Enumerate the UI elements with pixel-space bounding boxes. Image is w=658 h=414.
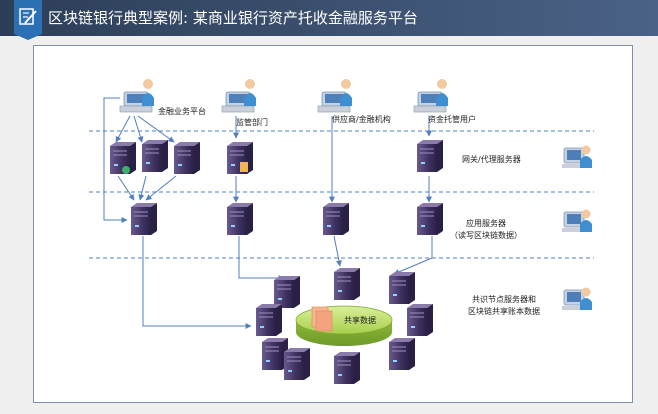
admin-workstation-icon <box>561 209 593 233</box>
server-icon <box>388 271 416 305</box>
layer-label-line1: 共识节点服务器和 <box>472 294 536 304</box>
server-icon <box>416 202 444 236</box>
layer-label-line2: （读写区块链数据） <box>450 230 522 240</box>
operator-workstation-icon <box>413 78 449 113</box>
network-diagram: 金融业务平台 监管部门 供应商/金融机构 资金托管用户 <box>89 78 594 385</box>
server-icon <box>255 303 283 337</box>
server-icon <box>333 351 361 385</box>
server-icon <box>416 139 444 173</box>
layer-label-line2: 区块链共享账本数据 <box>468 306 540 316</box>
top-node-label: 资金托管用户 <box>428 114 476 124</box>
diagram-panel: 金融业务平台 监管部门 供应商/金融机构 资金托管用户 <box>33 45 633 403</box>
layer-consensus: 共识节点服务器和 区块链共享账本数据 <box>468 287 593 316</box>
server-icon <box>388 337 416 371</box>
admin-workstation-icon <box>561 145 593 169</box>
folder-icon <box>240 162 248 172</box>
shared-data-label: 共享数据 <box>344 315 376 325</box>
operator-workstation-icon <box>221 78 257 113</box>
top-node-financial-platform: 金融业务平台 <box>119 78 206 116</box>
globe-icon <box>122 166 130 174</box>
application-servers <box>130 202 444 236</box>
layer-gateway: 网关/代理服务器 <box>462 145 593 169</box>
page-title: 区块链银行典型案例: 某商业银行资产托收金融服务平台 <box>48 9 418 27</box>
server-icon <box>273 275 301 309</box>
layer-separators <box>89 130 594 259</box>
edit-icon <box>14 0 42 40</box>
server-icon <box>130 202 158 236</box>
server-icon <box>226 202 254 236</box>
top-node-label: 供应商/金融机构 <box>332 114 391 124</box>
header-bar: 区块链银行典型案例: 某商业银行资产托收金融服务平台 <box>0 0 658 40</box>
layer-label-line1: 应用服务器 <box>466 218 506 228</box>
top-node-regulator: 监管部门 <box>221 78 268 127</box>
connection-arrows <box>103 97 433 329</box>
operator-workstation-icon <box>119 78 155 113</box>
server-icon <box>283 347 311 381</box>
admin-workstation-icon <box>561 287 593 311</box>
top-node-label: 金融业务平台 <box>158 106 206 116</box>
server-icon <box>173 141 201 175</box>
top-node-label: 监管部门 <box>236 117 268 127</box>
layer-label: 网关/代理服务器 <box>462 154 521 164</box>
layer-application: 应用服务器 （读写区块链数据） <box>450 209 593 240</box>
server-icon <box>406 303 434 337</box>
operator-workstation-icon <box>317 78 353 113</box>
top-node-supplier: 供应商/金融机构 <box>317 78 391 124</box>
server-icon <box>322 202 350 236</box>
shared-data-disk: 共享数据 <box>295 305 393 346</box>
top-node-custody-user: 资金托管用户 <box>413 78 476 124</box>
gateway-servers <box>109 139 444 175</box>
server-icon <box>333 267 361 301</box>
server-icon <box>141 139 169 173</box>
